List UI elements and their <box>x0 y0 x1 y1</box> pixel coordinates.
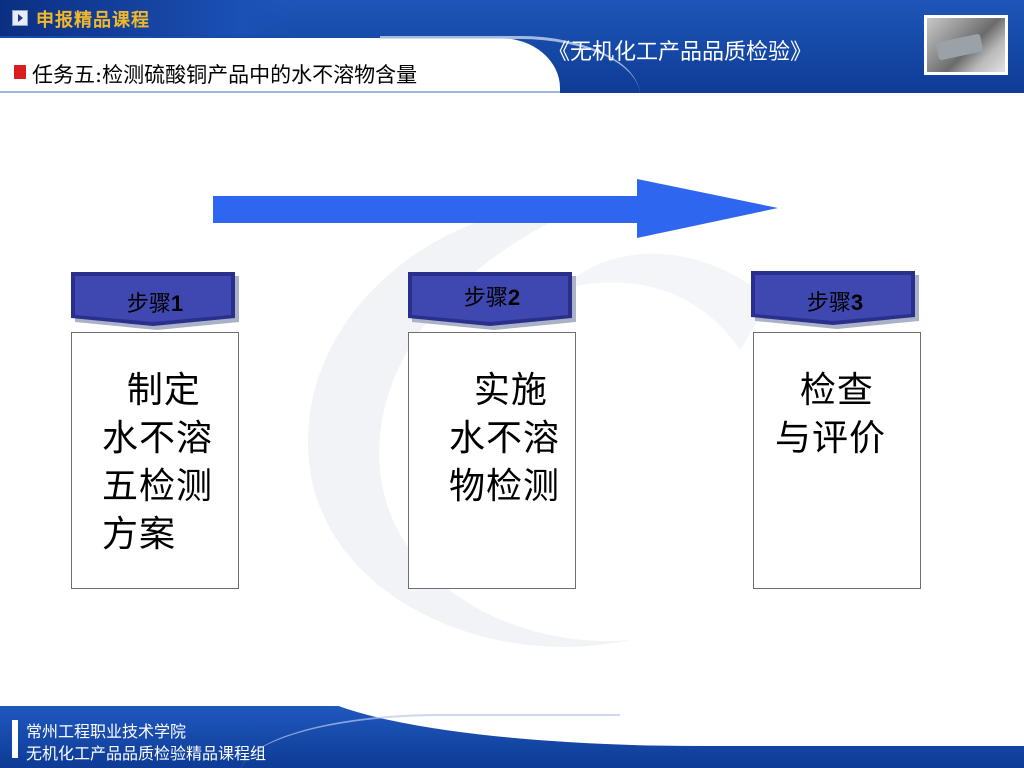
slide-footer: 常州工程职业技术学院 无机化工产品品质检验精品课程组 <box>0 706 1024 768</box>
step-2-text: 实施 水不溶 物检测 <box>449 370 561 507</box>
task-title: 任务五:检测硫酸铜产品中的水不溶物含量 <box>32 63 418 87</box>
footer-swoosh <box>240 714 620 768</box>
step-2-number: 2 <box>507 285 521 310</box>
step-1-tab-label: 步骤 <box>126 292 171 317</box>
step-2-tab: 步骤2 <box>408 272 576 330</box>
step-2-tab-label: 步骤 <box>463 286 508 311</box>
red-square-bullet-icon <box>14 65 26 79</box>
header-tab-strip <box>0 0 300 36</box>
header-tab-label: 申报精品课程 <box>36 10 150 31</box>
step-3-number: 3 <box>850 290 864 315</box>
play-triangle-icon <box>12 10 28 26</box>
header-swoosh <box>380 36 640 93</box>
step-1-tab: 步骤1 <box>71 272 239 330</box>
course-title: 《无机化工产品品质检验》 <box>548 40 813 65</box>
step-1-box <box>71 332 239 589</box>
footer-accent-bar <box>12 720 18 758</box>
step-3-text: 检查 与评价 <box>775 370 887 459</box>
step-3-box <box>753 332 921 589</box>
slide-header: 申报精品课程 《无机化工产品品质检验》 任务五:检测硫酸铜产品中的水不溶物含量 <box>0 0 1024 93</box>
lab-photo-thumbnail <box>924 15 1008 75</box>
footer-institution: 常州工程职业技术学院 <box>26 722 187 741</box>
header-divider <box>0 91 560 93</box>
step-1-text: 制定 水不溶 五检测 方案 <box>102 370 214 555</box>
step-3-tab: 步骤3 <box>751 271 919 329</box>
step-1-number: 1 <box>170 291 184 316</box>
step-2-box <box>408 332 576 589</box>
footer-course-group: 无机化工产品品质检验精品课程组 <box>26 744 267 763</box>
step-3-tab-label: 步骤 <box>806 291 851 316</box>
right-arrow-icon <box>213 179 778 238</box>
